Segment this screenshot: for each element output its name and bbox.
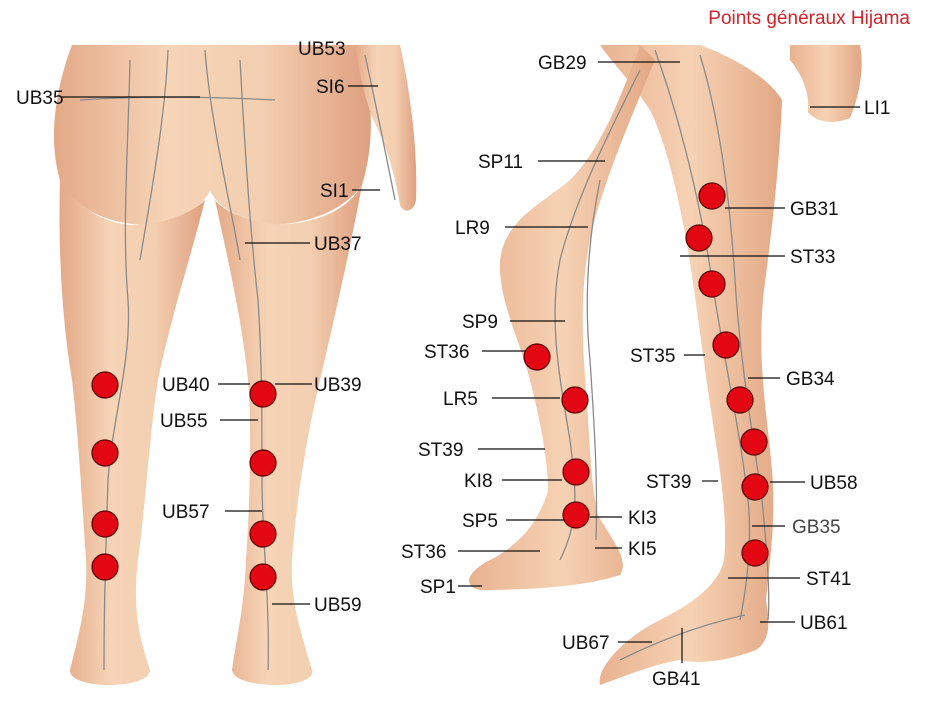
- label-li1: LI1: [864, 98, 890, 119]
- label-gb34: GB34: [786, 369, 835, 390]
- label-gb31: GB31: [790, 199, 839, 220]
- label-si1: SI1: [320, 181, 349, 202]
- label-ub58: UB58: [810, 473, 858, 494]
- side-view: GB29 LI1 SP11 GB31 LR9 ST33 SP9 ST36 ST3…: [401, 45, 890, 690]
- label-st39-inner: ST39: [418, 440, 463, 461]
- label-ub53: UB53: [298, 39, 346, 60]
- cup-point: [250, 381, 276, 407]
- label-ub39: UB39: [314, 375, 362, 396]
- label-st33: ST33: [790, 247, 835, 268]
- label-st39-outer: ST39: [646, 472, 691, 493]
- cup-point: [713, 332, 739, 358]
- label-lr9: LR9: [455, 218, 490, 239]
- label-lr5: LR5: [443, 389, 478, 410]
- cup-point: [742, 540, 768, 566]
- label-sp9: SP9: [462, 312, 498, 333]
- cup-point: [563, 502, 589, 528]
- label-ki8: KI8: [464, 471, 493, 492]
- label-st41: ST41: [806, 569, 851, 590]
- cup-point: [92, 440, 118, 466]
- label-si6: SI6: [316, 77, 345, 98]
- cup-point: [563, 459, 589, 485]
- cup-point: [699, 271, 725, 297]
- label-ub57: UB57: [162, 502, 210, 523]
- side-standing-leg: [600, 45, 782, 685]
- back-view: UB53 UB35 SI6 SI1 UB37 UB40 UB39 UB55 UB…: [16, 39, 416, 685]
- cup-point: [741, 429, 767, 455]
- cup-point: [92, 554, 118, 580]
- cup-point: [524, 344, 550, 370]
- label-sp1: SP1: [420, 577, 456, 598]
- back-left-leg: [60, 180, 206, 685]
- label-st36-lower: ST36: [401, 542, 446, 563]
- label-ub40: UB40: [162, 375, 210, 396]
- cup-point: [742, 474, 768, 500]
- label-gb41: GB41: [652, 669, 701, 690]
- cup-point: [562, 387, 588, 413]
- cup-point: [250, 521, 276, 547]
- label-ki3: KI3: [628, 508, 657, 529]
- cup-point: [686, 225, 712, 251]
- label-ub67: UB67: [562, 633, 610, 654]
- label-ub35: UB35: [16, 88, 64, 109]
- cup-point: [699, 183, 725, 209]
- diagram-title: Points généraux Hijama: [708, 8, 910, 30]
- side-hand: [790, 45, 862, 122]
- label-gb35: GB35: [792, 517, 841, 538]
- label-ub59: UB59: [314, 595, 362, 616]
- cup-point: [250, 450, 276, 476]
- label-sp11: SP11: [478, 152, 523, 173]
- label-ub37: UB37: [314, 234, 362, 255]
- label-ki5: KI5: [628, 539, 657, 560]
- label-ub55: UB55: [160, 411, 208, 432]
- label-st36-upper: ST36: [424, 342, 469, 363]
- label-gb29: GB29: [538, 53, 587, 74]
- label-ub61: UB61: [800, 613, 848, 634]
- cup-point: [92, 511, 118, 537]
- label-st35: ST35: [630, 346, 675, 367]
- cup-point: [92, 372, 118, 398]
- label-sp5: SP5: [462, 511, 498, 532]
- cup-point: [250, 564, 276, 590]
- cup-point: [727, 387, 753, 413]
